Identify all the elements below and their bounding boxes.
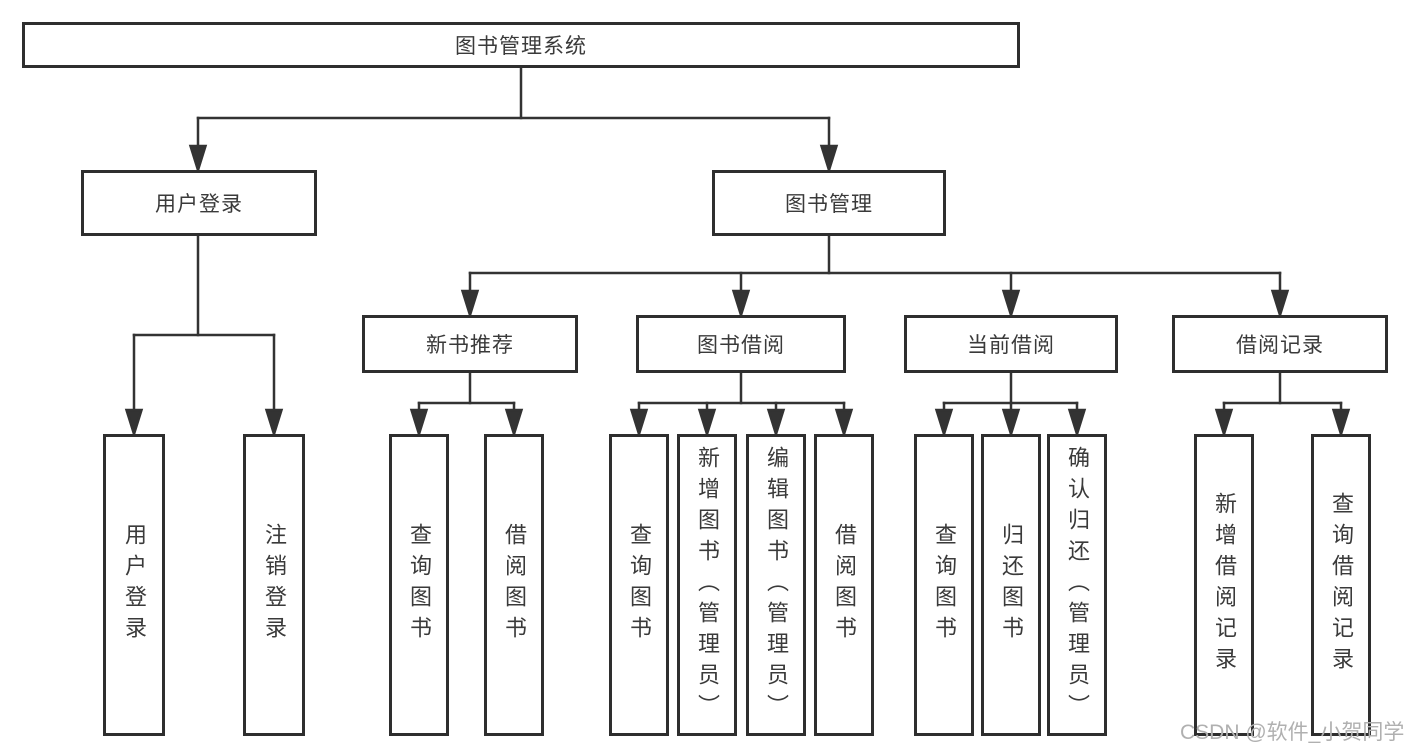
node-book-borrowing: 图书借阅 [636, 315, 846, 373]
node-borrowing-records-label: 借阅记录 [1236, 334, 1324, 357]
leaf-user-login-label: 用户登录 [122, 523, 147, 647]
node-user-login-label: 用户登录 [155, 193, 243, 216]
node-borrowing-records: 借阅记录 [1172, 315, 1388, 373]
leaf-logout: 注销登录 [243, 434, 305, 736]
leaf-query-borrow-record-label: 查询借阅记录 [1329, 492, 1354, 678]
connector-book-borrowing [629, 371, 854, 439]
leaf-edit-book-admin: 编辑图书（管理员） [746, 434, 806, 736]
leaf-add-book-admin: 新增图书（管理员） [677, 434, 737, 736]
leaf-confirm-return-admin: 确认归还（管理员） [1047, 434, 1107, 736]
node-book-management: 图书管理 [712, 170, 946, 236]
leaf-query-books-current-label: 查询图书 [932, 523, 957, 647]
connector-current-borrowing [934, 371, 1087, 439]
connector-borrowing-records [1214, 371, 1351, 439]
leaf-borrow-books-recommend-label: 借阅图书 [502, 523, 527, 647]
leaf-add-borrow-record: 新增借阅记录 [1194, 434, 1254, 736]
leaf-query-books-recommend: 查询图书 [389, 434, 449, 736]
leaf-query-books-borrow-label: 查询图书 [627, 523, 652, 647]
leaf-user-login: 用户登录 [103, 434, 165, 736]
leaf-query-books-current: 查询图书 [914, 434, 974, 736]
watermark: CSDN @软件_小贺同学 [1180, 721, 1405, 744]
node-book-management-label: 图书管理 [785, 193, 873, 216]
leaf-query-borrow-record: 查询借阅记录 [1311, 434, 1371, 736]
leaf-borrow-books: 借阅图书 [814, 434, 874, 736]
leaf-logout-label: 注销登录 [262, 523, 287, 647]
leaf-return-books-label: 归还图书 [999, 523, 1024, 647]
leaf-borrow-books-label: 借阅图书 [832, 523, 857, 647]
node-current-borrowing: 当前借阅 [904, 315, 1118, 373]
connector-root [188, 66, 839, 175]
connector-user-login [124, 234, 284, 439]
node-library-system: 图书管理系统 [22, 22, 1020, 68]
leaf-confirm-return-admin-label: 确认归还（管理员） [1065, 445, 1090, 725]
connector-book-management [460, 234, 1290, 320]
node-user-login: 用户登录 [81, 170, 317, 236]
leaf-add-book-admin-label: 新增图书（管理员） [695, 445, 720, 725]
node-new-book-recommend-label: 新书推荐 [426, 334, 514, 357]
leaf-query-books-borrow: 查询图书 [609, 434, 669, 736]
connector-new-book-recommend [409, 371, 524, 439]
leaf-borrow-books-recommend: 借阅图书 [484, 434, 544, 736]
node-new-book-recommend: 新书推荐 [362, 315, 578, 373]
node-library-system-label: 图书管理系统 [455, 35, 587, 58]
node-current-borrowing-label: 当前借阅 [967, 334, 1055, 357]
leaf-return-books: 归还图书 [981, 434, 1041, 736]
leaf-edit-book-admin-label: 编辑图书（管理员） [764, 445, 789, 725]
leaf-query-books-recommend-label: 查询图书 [407, 523, 432, 647]
node-book-borrowing-label: 图书借阅 [697, 334, 785, 357]
leaf-add-borrow-record-label: 新增借阅记录 [1212, 492, 1237, 678]
